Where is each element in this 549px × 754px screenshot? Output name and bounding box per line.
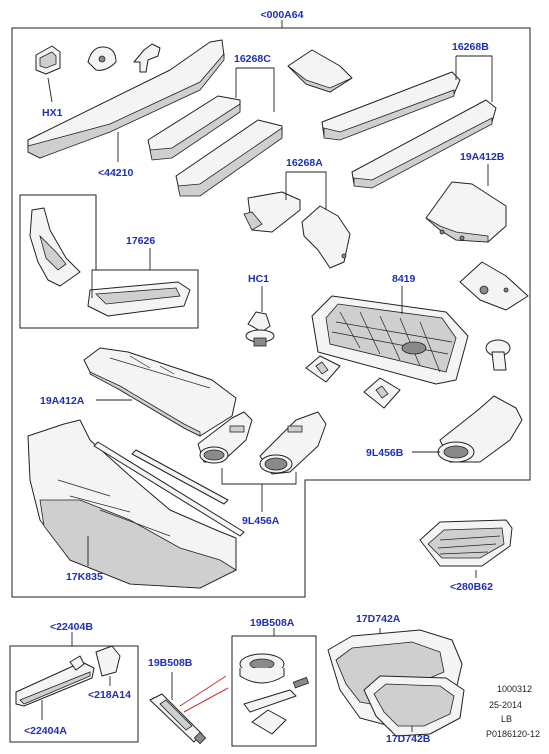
bolt [485,339,511,371]
label-000a64: <000A64 [261,9,304,21]
label-19b508a: 19B508A [250,617,295,629]
label-16268a: 16268A [286,157,323,169]
footer-ref-1: 1000312 [497,684,532,694]
trim-pad [287,49,353,93]
label-17626: 17626 [126,235,155,247]
lamp-17626 [29,207,191,317]
trim-16268b [321,71,497,189]
label-22404b: <22404B [50,621,93,633]
label-9l456a: 9L456A [242,515,280,527]
label-8419: 8419 [392,273,416,285]
adhesive-kit [239,653,310,735]
label-17k835: 17K835 [66,571,103,583]
clip-hx1-group [35,43,161,75]
label-hx1: HX1 [42,107,63,119]
main-assembly-frame [11,27,531,598]
mirror-cap-17d742b [363,675,465,737]
adhesive-tube [149,693,207,745]
footer-ref-2: 25-2014 [489,700,522,710]
trim-16268a [243,191,351,269]
label-hc1: HC1 [248,273,269,285]
footer-ref-4: P0186120-12 [486,729,540,739]
bumper-17k835 [27,419,245,589]
footer-ref-3: LB [501,714,512,724]
tip-9l456a [197,411,327,475]
clip-hc1 [245,311,275,347]
tip-9l456b [437,395,523,463]
grille-8419 [311,295,469,385]
label-19a412b: 19A412B [460,151,505,163]
label-22404a: <22404A [24,725,67,737]
lamp-17626-frame [19,194,199,329]
handle-22404-frame [9,645,139,743]
mounting-plate [459,261,529,311]
bracket-19a412b [425,181,507,243]
vent-280b62 [419,519,513,567]
label-19a412a: 19A412A [40,395,85,407]
red-indicator-lines [179,675,229,713]
door-handle [15,645,121,707]
label-16268c: 16268C [234,53,271,65]
adhesive-pad-a [305,355,341,383]
label-218a14: <218A14 [88,689,131,701]
label-17d742b: 17D742B [386,733,431,745]
spoiler-44210 [27,39,225,159]
label-19b508b: 19B508B [148,657,193,669]
bracket-19a412a [83,347,237,437]
label-9l456b: 9L456B [366,447,404,459]
adhesive-pad-b [363,377,401,409]
label-44210: <44210 [98,167,133,179]
label-17d742a: 17D742A [356,613,401,625]
label-16268b: 16268B [452,41,489,53]
trim-16268c [147,95,283,197]
label-280b62: <280B62 [450,581,493,593]
